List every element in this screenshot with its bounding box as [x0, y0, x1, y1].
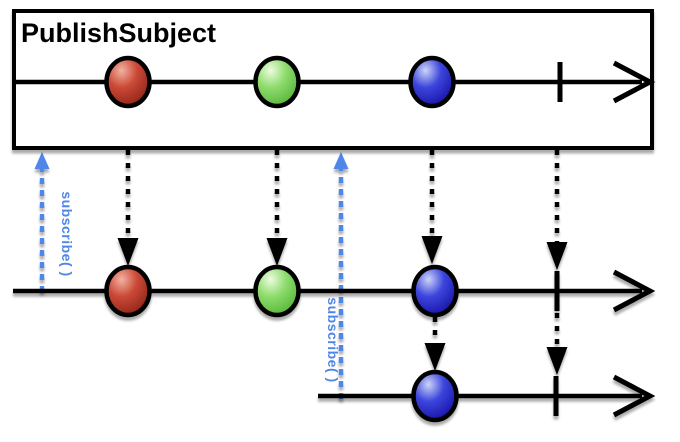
emission-arrowhead-icon	[266, 238, 288, 266]
emission-arrowhead-icon	[546, 347, 568, 375]
timeline-arrowhead-icon	[612, 374, 656, 418]
subscribe-label-2: subscribe( )	[325, 297, 341, 382]
subscribe-arrowhead-icon	[333, 152, 349, 169]
marble-red	[104, 55, 152, 109]
emission-arrowhead-icon	[117, 238, 139, 266]
marble-blue	[411, 369, 459, 423]
timeline-arrowhead-icon	[612, 60, 656, 104]
marble-green	[253, 264, 301, 318]
marble-blue	[411, 264, 459, 318]
publish-subject-box	[12, 9, 654, 150]
marble-blue	[408, 55, 456, 109]
marble-red	[104, 264, 152, 318]
subscribe-arrowhead-icon	[34, 152, 50, 169]
timeline-arrowhead-icon	[612, 269, 656, 313]
emission-arrowhead-icon	[546, 242, 568, 270]
marble-green	[253, 55, 301, 109]
subscribe-label-1: subscribe( )	[59, 191, 75, 276]
emission-arrowhead-icon	[421, 236, 443, 264]
emission-arrowhead-icon	[424, 343, 446, 371]
diagram-title: PublishSubject	[21, 18, 216, 48]
